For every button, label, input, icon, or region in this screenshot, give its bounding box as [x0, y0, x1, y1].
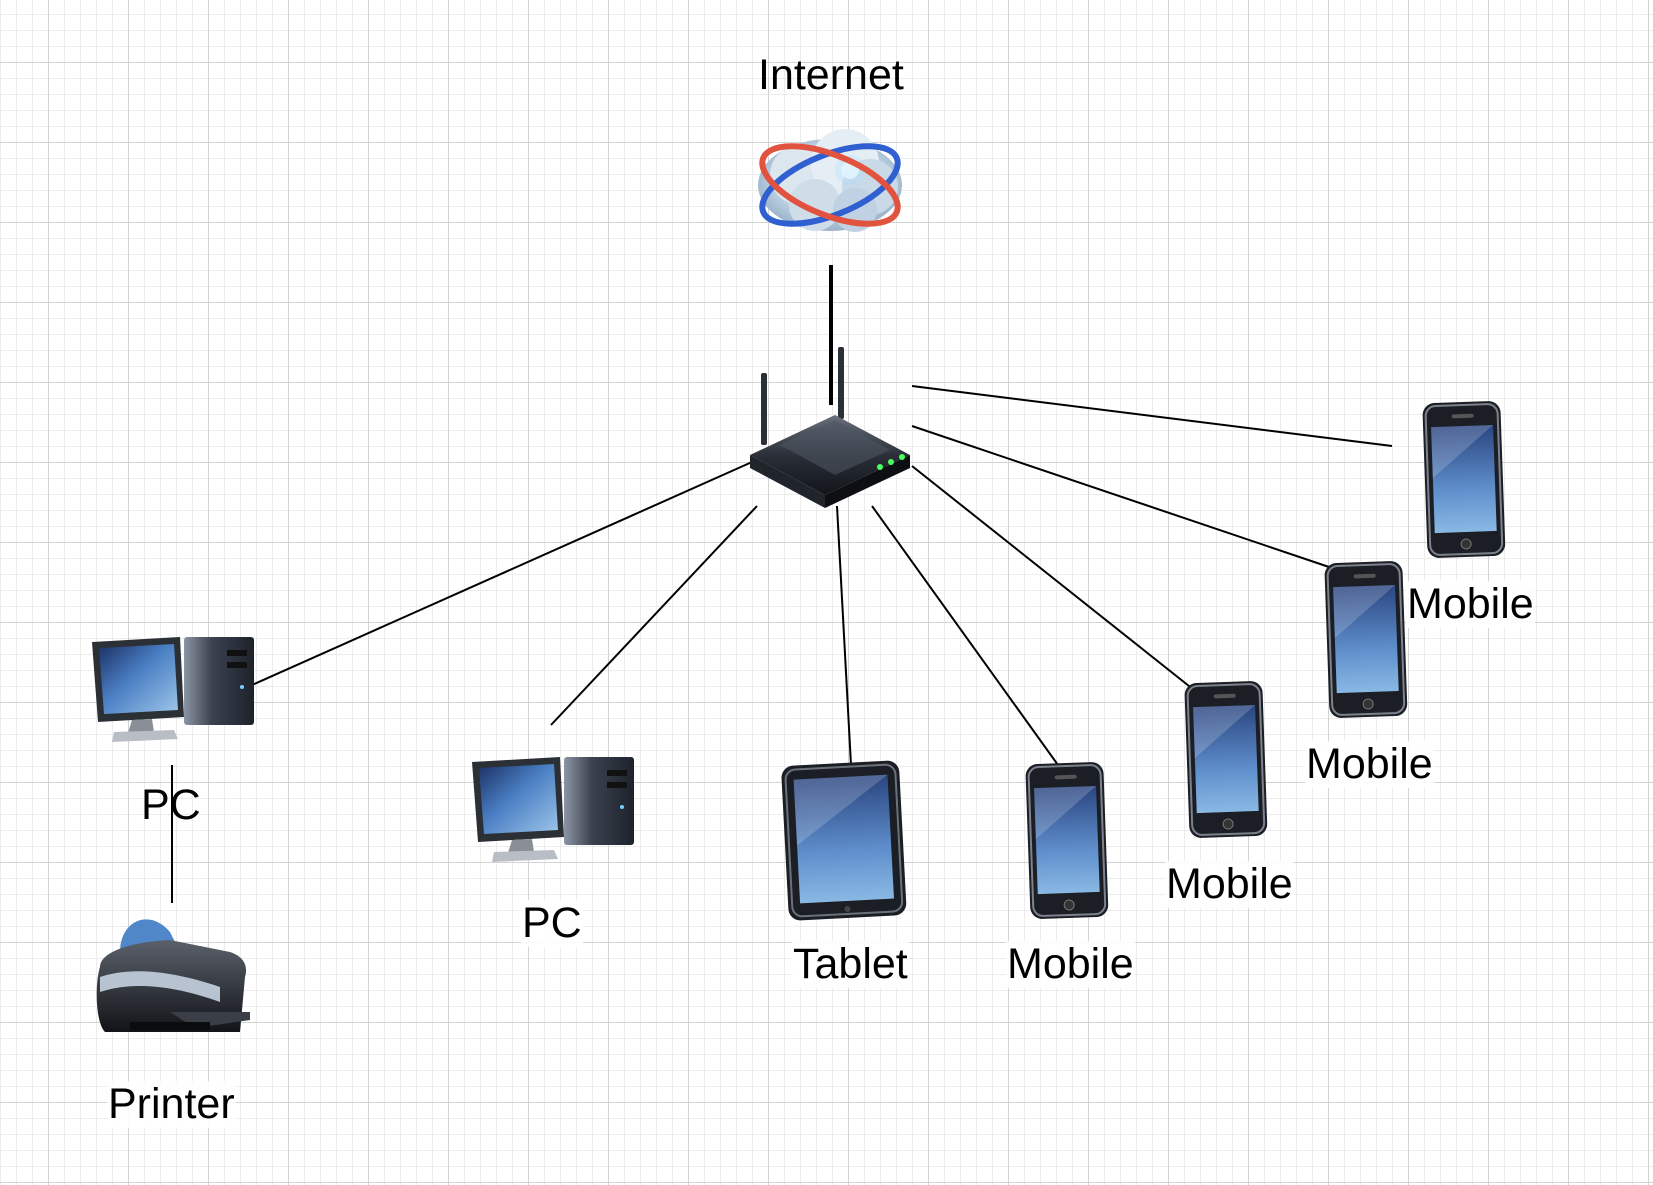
mobile-label: Mobile [1165, 860, 1294, 908]
printer-label: Printer [107, 1080, 236, 1128]
cloud-globe-icon [758, 129, 902, 232]
wireless-router-icon [750, 347, 910, 508]
smartphone-icon [1025, 762, 1109, 919]
pc-label: PC [521, 899, 583, 947]
tablet-icon [781, 760, 907, 921]
link-router-mobile4 [911, 385, 1393, 447]
link-router-tablet [836, 505, 852, 766]
connections [171, 265, 1393, 903]
link-router-mobile3 [911, 425, 1333, 569]
smartphone-icon [1184, 681, 1268, 838]
smartphone-icon [1324, 561, 1408, 718]
mobile-label: Mobile [1006, 940, 1135, 988]
link-router-pc2 [550, 505, 758, 726]
desktop-computer-icon [92, 637, 254, 742]
desktop-computer-icon [472, 757, 634, 862]
printer-icon [96, 919, 250, 1032]
link-router-mobile1 [871, 505, 1059, 766]
internet-label: Internet [758, 51, 904, 99]
mobile-label: Mobile [1406, 580, 1535, 628]
smartphone-icon [1422, 401, 1506, 558]
pc-label: PC [141, 781, 201, 829]
mobile-label: Mobile [1305, 740, 1434, 788]
link-router-pc1 [251, 461, 753, 686]
link-router-mobile2 [911, 465, 1195, 691]
tablet-label: Tablet [792, 940, 909, 988]
